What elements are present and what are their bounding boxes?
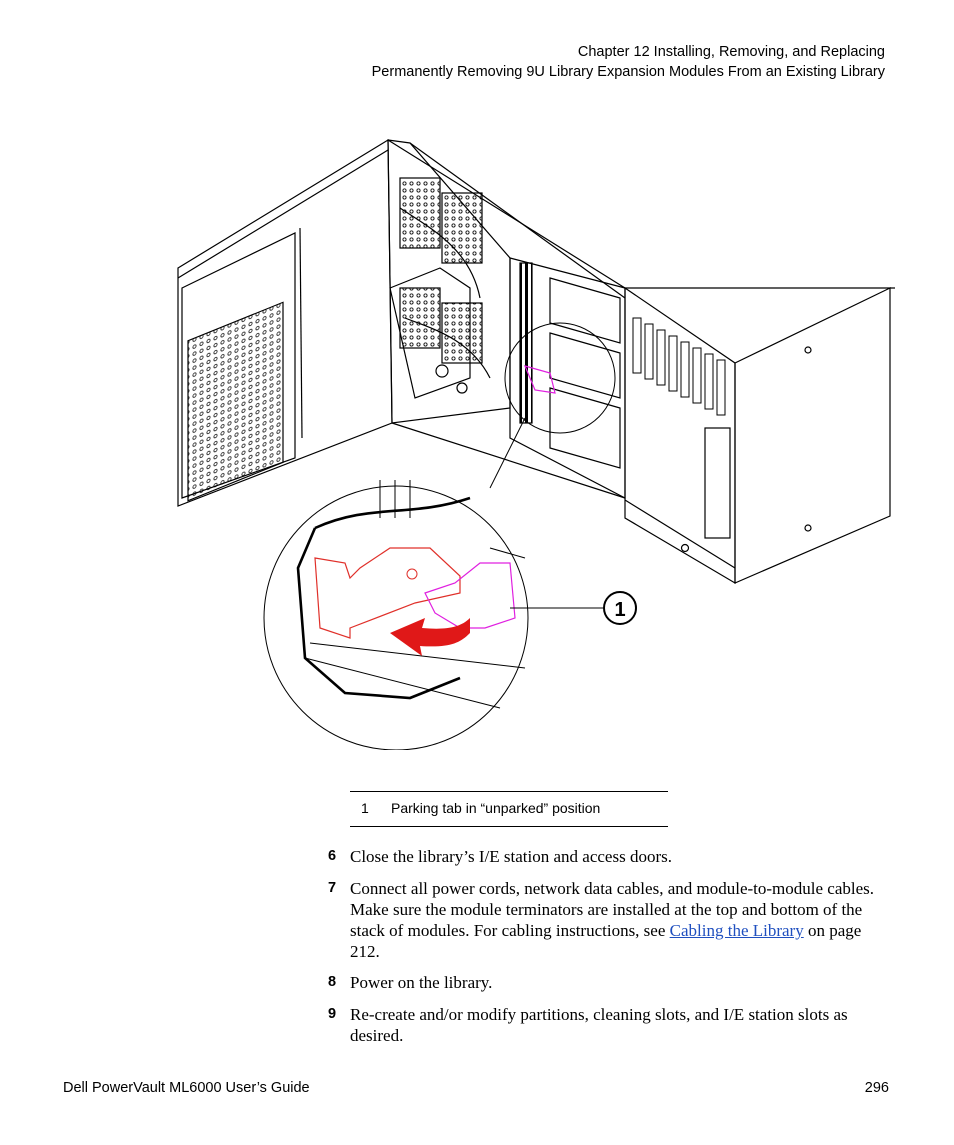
library-interior <box>387 139 626 499</box>
figure-legend: 1 Parking tab in “unparked” position <box>350 791 668 827</box>
library-figure: 1 <box>177 138 895 750</box>
step-text-after-link: on page 212. <box>350 921 862 961</box>
library-left-door <box>177 138 393 507</box>
step-text: Power on the library. <box>350 973 493 992</box>
step-number: 8 <box>328 974 337 990</box>
magnifier-source-circle <box>504 322 616 434</box>
page-number: 296 <box>864 1080 889 1096</box>
step-text-before-link: Connect all power cords, network data ca… <box>350 879 874 940</box>
parked-tab <box>314 547 461 639</box>
step-text: Re-create and/or modify partitions, clea… <box>350 1005 848 1045</box>
legend-number: 1 <box>361 800 369 816</box>
step-number: 7 <box>328 880 337 896</box>
io-station-panel <box>624 286 895 585</box>
chapter-header: Chapter 12 Installing, Removing, and Rep… <box>577 44 885 60</box>
magnifier-leader-1 <box>489 417 526 489</box>
footer-title: Dell PowerVault ML6000 User’s Guide <box>63 1080 310 1096</box>
cabling-the-library-link[interactable]: Cabling the Library <box>669 921 804 940</box>
drive-bay <box>509 257 626 499</box>
callout-number: 1 <box>614 599 625 621</box>
callout-circle <box>603 591 637 625</box>
step-text: Close the library’s I/E station and acce… <box>350 847 672 866</box>
step-text: Connect all power cords, network data ca… <box>350 878 890 962</box>
legend-text: Parking tab in “unparked” position <box>391 800 601 816</box>
magnified-detail <box>263 480 529 750</box>
step-number: 6 <box>328 848 337 864</box>
direction-arrow <box>390 618 470 656</box>
step-number: 9 <box>328 1006 337 1022</box>
section-header: Permanently Removing 9U Library Expansio… <box>371 64 885 80</box>
unparked-tab <box>424 562 516 629</box>
parked-tab-small <box>523 365 556 394</box>
